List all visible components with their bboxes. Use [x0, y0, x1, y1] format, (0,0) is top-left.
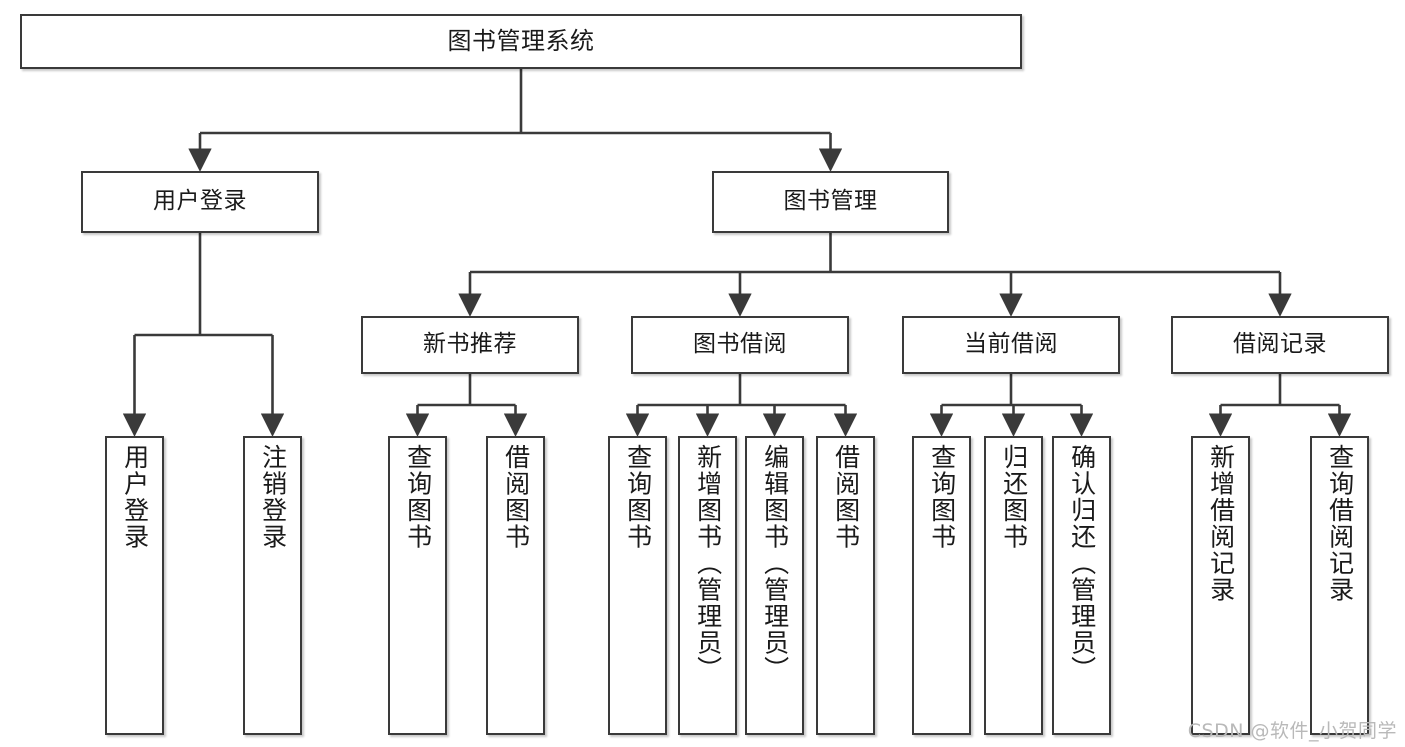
node-leaf-borrow-book-2[interactable]: 借阅图书: [816, 436, 875, 735]
node-leaf-borrow-book-1[interactable]: 借阅图书: [486, 436, 545, 735]
node-leaf-user-logout-label: 注销登录: [258, 444, 288, 550]
node-new-book-recommend-label: 新书推荐: [423, 331, 517, 358]
node-leaf-user-login-label: 用户登录: [120, 444, 150, 550]
node-leaf-user-logout[interactable]: 注销登录: [243, 436, 302, 735]
node-leaf-query-book-3[interactable]: 查询图书: [912, 436, 971, 735]
node-book-borrow[interactable]: 图书借阅: [631, 316, 849, 374]
node-leaf-return-book[interactable]: 归还图书: [984, 436, 1043, 735]
node-current-borrow[interactable]: 当前借阅: [902, 316, 1120, 374]
node-borrow-record-label: 借阅记录: [1233, 331, 1327, 358]
node-leaf-edit-book[interactable]: 编辑图书（管理员）: [745, 436, 804, 735]
node-leaf-query-book-1[interactable]: 查询图书: [388, 436, 447, 735]
node-root-label: 图书管理系统: [447, 27, 595, 56]
node-user-login[interactable]: 用户登录: [81, 171, 319, 233]
node-leaf-borrow-book-1-label: 借阅图书: [501, 444, 531, 550]
node-leaf-query-book-1-label: 查询图书: [403, 444, 433, 550]
node-leaf-query-book-2[interactable]: 查询图书: [608, 436, 667, 735]
node-leaf-query-book-3-label: 查询图书: [927, 444, 957, 550]
node-root[interactable]: 图书管理系统: [20, 14, 1022, 69]
node-book-borrow-label: 图书借阅: [693, 331, 787, 358]
node-borrow-record[interactable]: 借阅记录: [1171, 316, 1389, 374]
node-leaf-confirm-return[interactable]: 确认归还（管理员）: [1052, 436, 1111, 735]
node-user-login-label: 用户登录: [153, 188, 247, 215]
node-leaf-add-record[interactable]: 新增借阅记录: [1191, 436, 1250, 735]
node-leaf-return-book-label: 归还图书: [999, 444, 1029, 550]
node-leaf-confirm-return-label: 确认归还（管理员）: [1067, 444, 1097, 683]
node-leaf-add-book-label: 新增图书（管理员）: [693, 444, 723, 683]
node-leaf-borrow-book-2-label: 借阅图书: [831, 444, 861, 550]
node-leaf-add-book[interactable]: 新增图书（管理员）: [678, 436, 737, 735]
node-leaf-user-login[interactable]: 用户登录: [105, 436, 164, 735]
node-leaf-add-record-label: 新增借阅记录: [1206, 444, 1236, 603]
node-leaf-query-record-label: 查询借阅记录: [1325, 444, 1355, 603]
node-leaf-query-book-2-label: 查询图书: [623, 444, 653, 550]
node-current-borrow-label: 当前借阅: [964, 331, 1058, 358]
node-leaf-query-record[interactable]: 查询借阅记录: [1310, 436, 1369, 735]
watermark: CSDN @软件_小贺同学: [1187, 720, 1397, 742]
node-leaf-edit-book-label: 编辑图书（管理员）: [760, 444, 790, 683]
node-book-manage-label: 图书管理: [783, 188, 878, 215]
node-new-book-recommend[interactable]: 新书推荐: [361, 316, 579, 374]
node-book-manage[interactable]: 图书管理: [712, 171, 949, 233]
